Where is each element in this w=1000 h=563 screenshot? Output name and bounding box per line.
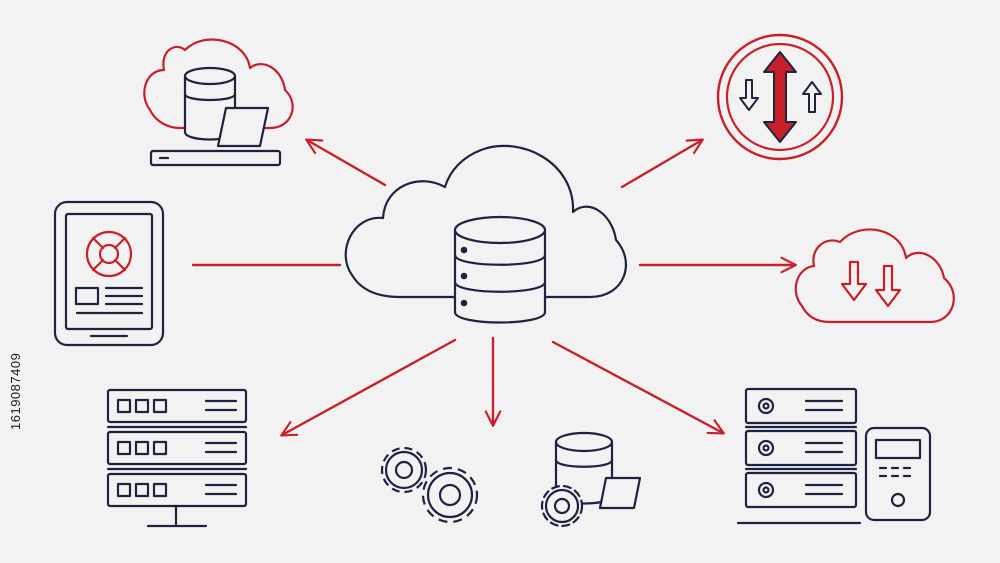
down-arrow [739, 79, 759, 111]
lifebuoy-icon [85, 230, 133, 278]
arrow-to-server-rack [280, 338, 457, 437]
central-cloud-database-icon [344, 144, 627, 324]
gear-large [421, 466, 479, 524]
arrow-to-transfer [620, 138, 704, 189]
data-transfer-arrows-icon [716, 33, 844, 161]
server-tower-icon [736, 387, 932, 525]
up-arrow [802, 81, 822, 113]
server-rack-monitor-icon [106, 388, 248, 528]
connectors [191, 138, 797, 437]
red-updown-arrow [763, 51, 797, 143]
database-gear-laptop-icon [540, 431, 642, 528]
cloud-storage-laptop-icon [143, 38, 294, 167]
stock-id-label: 1619087409 [8, 352, 23, 430]
cloud-download-icon [794, 228, 955, 324]
gears-icon [380, 446, 479, 524]
arrow-to-cloud-storage [305, 138, 387, 187]
arrow-to-server-tower [551, 340, 725, 435]
tablet-dashboard-icon [53, 200, 165, 347]
database-stack [453, 215, 547, 324]
gear-small [380, 446, 428, 494]
